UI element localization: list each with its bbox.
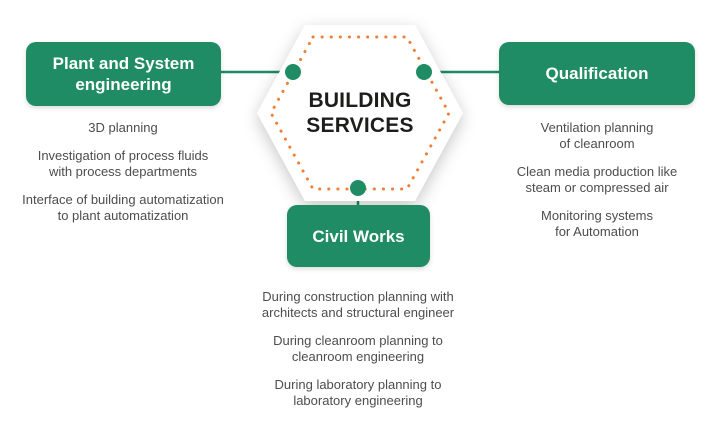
connector-dot-right <box>416 64 432 80</box>
qualification-item-list: Ventilation planning of cleanroom Clean … <box>477 120 717 252</box>
list-item: During cleanroom planning to cleanroom e… <box>273 333 443 364</box>
list-item: During laboratory planning to laboratory… <box>274 377 442 408</box>
connector-dot-bottom <box>350 180 366 196</box>
node-plant-and-system-engineering: Plant and System engineering <box>26 42 221 106</box>
list-item: Investigation of process fluids with pro… <box>37 148 209 179</box>
list-item: Interface of building automatization to … <box>22 192 224 223</box>
list-item: During construction planning with archit… <box>261 289 455 320</box>
list-item: Ventilation planning of cleanroom <box>540 120 654 151</box>
list-item: Clean media production like steam or com… <box>516 164 678 195</box>
plant-item-list: 3D planning Investigation of process flu… <box>3 120 243 236</box>
node-civil-works: Civil Works <box>287 205 430 267</box>
list-item: 3D planning <box>88 120 158 135</box>
list-item: Monitoring systems for Automation <box>541 208 653 239</box>
civil-item-list: During construction planning with archit… <box>238 289 478 421</box>
node-qualification: Qualification <box>499 42 695 105</box>
connector-dot-left <box>285 64 301 80</box>
hexagon-shape <box>257 25 463 201</box>
center-title: BUILDING SERVICES <box>306 89 414 137</box>
